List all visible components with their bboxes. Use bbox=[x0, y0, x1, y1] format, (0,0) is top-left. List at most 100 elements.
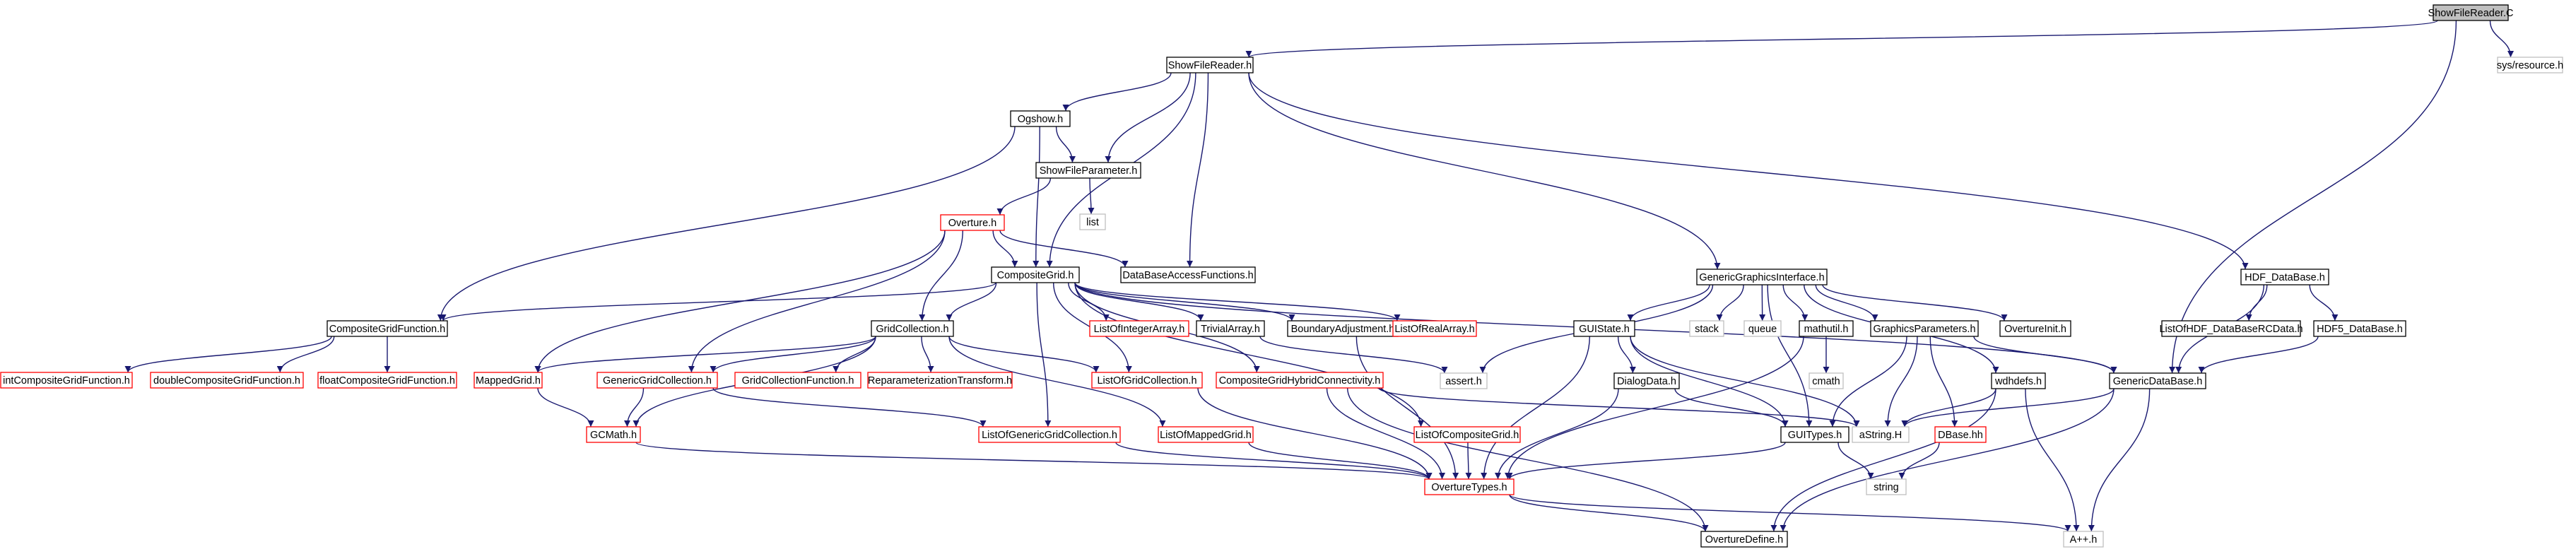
node-label: queue bbox=[1748, 324, 1777, 335]
node-hdf5-database-h[interactable]: HDF5_DataBase.h bbox=[2313, 320, 2406, 337]
node-gridcollection-h[interactable]: GridCollection.h bbox=[871, 320, 954, 337]
node-box bbox=[2313, 320, 2406, 337]
node-label: ShowFileReader.C bbox=[2428, 8, 2514, 19]
node-label: ShowFileParameter.h bbox=[1040, 165, 1138, 177]
node-compositegridhybridconnectivity-h[interactable]: CompositeGridHybridConnectivity.h bbox=[1216, 372, 1384, 389]
node-label: GCMath.h bbox=[590, 430, 637, 441]
node-box bbox=[1743, 320, 1782, 337]
node-genericgraphicsinterface-h[interactable]: GenericGraphicsInterface.h bbox=[1696, 269, 1828, 285]
node-gcmath-h[interactable]: GCMath.h bbox=[586, 426, 641, 443]
node-hdf-database-h[interactable]: HDF_DataBase.h bbox=[2240, 269, 2329, 285]
node-label: aString.H bbox=[1859, 430, 1902, 441]
node-label: ListOfCompositeGrid.h bbox=[1416, 430, 1519, 441]
node-databaseaccessfunctions-h[interactable]: DataBaseAccessFunctions.h bbox=[1120, 266, 1256, 283]
node-box bbox=[1158, 426, 1254, 443]
node-box bbox=[1991, 372, 2046, 389]
node-label: HDF5_DataBase.h bbox=[2317, 324, 2403, 335]
node-label: floatCompositeGridFunction.h bbox=[319, 375, 455, 387]
edge-genericgraphicsinterface-h-to-stack bbox=[1716, 284, 1744, 322]
node-label: ListOfRealArray.h bbox=[1394, 324, 1474, 335]
node-box bbox=[1424, 478, 1515, 495]
edge-compositegridfunction-h-to-intcompositegridfunction-h bbox=[124, 336, 332, 373]
edge-gridcollection-h-to-listofmappedgrid-h bbox=[948, 336, 1166, 428]
node-gridcollectionfunction-h[interactable]: GridCollectionFunction.h bbox=[734, 372, 861, 389]
edge-graphicsparameters-h-to-genericdatabase-h bbox=[1973, 336, 2117, 374]
node-genericgridcollection-h[interactable]: GenericGridCollection.h bbox=[596, 372, 718, 389]
node-listofgridcollection-h[interactable]: ListOfGridCollection.h bbox=[1091, 372, 1203, 389]
edge-overturetypes-h-to-app-h bbox=[1509, 494, 2071, 532]
node-mappedgrid-h[interactable]: MappedGrid.h bbox=[474, 372, 543, 389]
node-graphicsparameters-h[interactable]: GraphicsParameters.h bbox=[1870, 320, 1979, 337]
node-box bbox=[2240, 269, 2329, 285]
node-mathutil-h[interactable]: mathutil.h bbox=[1799, 320, 1854, 337]
node-boundaryadjustment-h[interactable]: BoundaryAdjustment.h bbox=[1287, 320, 1399, 337]
node-floatcompositegridfunction-h[interactable]: floatCompositeGridFunction.h bbox=[317, 372, 457, 389]
node-label: doubleCompositeGridFunction.h bbox=[153, 375, 300, 387]
node-guitypes-h[interactable]: GUITypes.h bbox=[1780, 426, 1849, 443]
node-dialogdata-h[interactable]: DialogData.h bbox=[1613, 372, 1680, 389]
node-box bbox=[1700, 531, 1788, 548]
node-doublecompositegridfunction-h[interactable]: doubleCompositeGridFunction.h bbox=[150, 372, 304, 389]
edge-compositegridhybridconnectivity-h-to-overturetypes-h bbox=[1326, 387, 1446, 480]
node-label: cmath bbox=[1812, 376, 1840, 387]
node-listofintegerarray-h[interactable]: ListOfIntegerArray.h bbox=[1089, 320, 1189, 337]
edge-listofgridcollection-h-to-overturetypes-h bbox=[1197, 387, 1433, 480]
node-overtureinit-h[interactable]: OvertureInit.h bbox=[1999, 320, 2071, 337]
edge-ogshow-h-to-compositegridfunction-h bbox=[437, 126, 1016, 322]
node-label: CompositeGrid.h bbox=[997, 270, 1074, 281]
edge-compositegrid-h-to-trivialarray-h bbox=[1074, 282, 1204, 322]
node-label: MappedGrid.h bbox=[476, 375, 541, 387]
node-box bbox=[871, 320, 954, 337]
edge-wdhdefs-h-to-app-h bbox=[2025, 388, 2080, 532]
node-label: ReparameterizationTransform.h bbox=[868, 375, 1012, 387]
node-ogshow-h[interactable]: Ogshow.h bbox=[1010, 110, 1071, 127]
edge-compositegrid-h-to-listofgenericgridcollection-h bbox=[1036, 282, 1052, 428]
node-showfileparameter-h[interactable]: ShowFileParameter.h bbox=[1035, 162, 1141, 179]
edge-genericgraphicsinterface-h-to-mathutil-h bbox=[1782, 284, 1809, 322]
node-showfilereader-h[interactable]: ShowFileReader.h bbox=[1166, 57, 1254, 73]
node-listofgenericgridcollection-h[interactable]: ListOfGenericGridCollection.h bbox=[978, 426, 1121, 443]
node-box bbox=[317, 372, 457, 389]
node-overturetypes-h[interactable]: OvertureTypes.h bbox=[1424, 478, 1515, 495]
node-box bbox=[1216, 372, 1384, 389]
node-box bbox=[1079, 213, 1106, 230]
edge-genericdatabase-h-to-overturedefine-h bbox=[1780, 388, 2115, 532]
node-compositegridfunction-h[interactable]: CompositeGridFunction.h bbox=[327, 320, 448, 337]
edge-hdf5-database-h-to-genericdatabase-h bbox=[2198, 336, 2319, 374]
edge-genericdatabase-h-to-astring-h bbox=[1901, 388, 2115, 428]
edge-showfilereader-h-to-genericgraphicsinterface-h bbox=[1248, 72, 1721, 270]
node-label: A++.h bbox=[2070, 534, 2098, 546]
node-compositegrid-h[interactable]: CompositeGrid.h bbox=[991, 266, 1080, 283]
node-overturedefine-h[interactable]: OvertureDefine.h bbox=[1700, 531, 1788, 548]
node-label: DataBaseAccessFunctions.h bbox=[1122, 270, 1253, 281]
node-wdhdefs-h[interactable]: wdhdefs.h bbox=[1991, 372, 2046, 389]
node-overture-h[interactable]: Overture.h bbox=[940, 214, 1005, 231]
node-listofmappedgrid-h[interactable]: ListOfMappedGrid.h bbox=[1158, 426, 1254, 443]
node-label: sys/resource.h bbox=[2497, 60, 2563, 71]
edge-showfilereader-h-to-databaseaccessfunctions-h bbox=[1187, 72, 1209, 268]
node-label: GridCollection.h bbox=[876, 324, 948, 335]
node-intcompositegridfunction-h[interactable]: intCompositeGridFunction.h bbox=[0, 372, 133, 389]
node-genericdatabase-h[interactable]: GenericDataBase.h bbox=[2109, 372, 2206, 389]
node-listofrealarray-h[interactable]: ListOfRealArray.h bbox=[1392, 320, 1477, 337]
edge-genericgridcollection-h-to-gcmath-h bbox=[623, 387, 645, 428]
edge-genericdatabase-h-to-app-h bbox=[2088, 388, 2151, 532]
node-box bbox=[1696, 269, 1828, 285]
node-reparameterizationtransform-h[interactable]: ReparameterizationTransform.h bbox=[867, 372, 1013, 389]
node-box bbox=[1999, 320, 2071, 337]
node-trivialarray-h[interactable]: TrivialArray.h bbox=[1196, 320, 1265, 337]
node-label: mathutil.h bbox=[1804, 324, 1849, 335]
node-dbase-hh[interactable]: DBase.hh bbox=[1934, 426, 1987, 443]
node-listofcompositegrid-h[interactable]: ListOfCompositeGrid.h bbox=[1413, 426, 1521, 443]
node-showfilereader-c[interactable]: ShowFileReader.C bbox=[2428, 4, 2514, 21]
edge-gridcollection-h-to-genericgridcollection-h bbox=[710, 336, 876, 373]
edge-gridcollection-h-to-mappedgrid-h bbox=[534, 336, 876, 373]
node-label: BoundaryAdjustment.h bbox=[1291, 324, 1395, 335]
edge-trivialarray-h-to-assert-h bbox=[1259, 336, 1448, 374]
edge-compositegrid-h-to-listofcompositegrid-h bbox=[1074, 282, 1425, 428]
edge-showfilereader-c-to-genericdatabase-h bbox=[2169, 20, 2457, 374]
edge-showfilereader-h-to-hdf-database-h bbox=[1248, 72, 2249, 270]
node-guistate-h[interactable]: GUIState.h bbox=[1573, 320, 1635, 337]
node-queue: queue bbox=[1743, 320, 1782, 337]
node-listofhdf-databasercdata-h[interactable]: ListOfHDF_DataBaseRCData.h bbox=[2159, 320, 2303, 337]
